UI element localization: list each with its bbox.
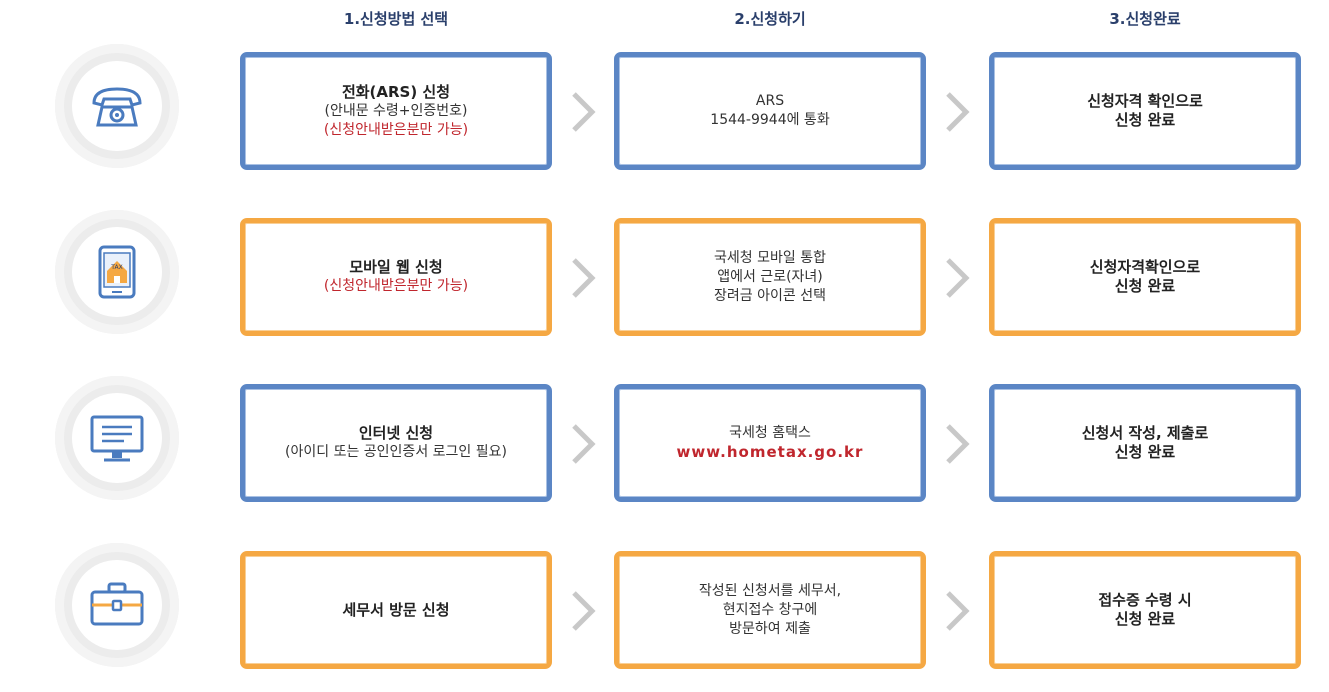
step2-box[interactable]: 작성된 신청서를 세무서, 현지접수 창구에 방문하여 제출 — [614, 551, 926, 669]
step3-line1: 신청자격확인으로 — [1089, 258, 1201, 276]
svg-text:TAX: TAX — [110, 264, 122, 271]
step2-box[interactable]: ARS 1544-9944에 통화 — [614, 52, 926, 170]
step3-line1: 신청자격 확인으로 — [1087, 92, 1203, 110]
method-title: 전화(ARS) 신청 — [341, 82, 451, 101]
step1-box[interactable]: 전화(ARS) 신청 (안내문 수령+인증번호) (신청안내받은분만 가능) — [240, 52, 552, 170]
step2-line2: 현지접수 창구에 — [722, 601, 818, 618]
method-title: 인터넷 신청 — [358, 424, 434, 442]
icon-circle — [55, 44, 179, 168]
column-header-1: 1.신청방법 선택 — [343, 10, 449, 28]
step1-box[interactable]: 인터넷 신청 (아이디 또는 공인인증서 로그인 필요) — [240, 384, 552, 502]
row-phone: 전화(ARS) 신청 (안내문 수령+인증번호) (신청안내받은분만 가능) A… — [0, 44, 1329, 177]
step3-line1: 접수증 수령 시 — [1098, 591, 1192, 609]
method-sub: (안내문 수령+인증번호) — [324, 102, 468, 119]
step3-box[interactable]: 신청자격 확인으로 신청 완료 — [989, 52, 1301, 170]
chevron-right-icon — [572, 258, 596, 298]
briefcase-icon — [90, 582, 144, 626]
step3-box[interactable]: 접수증 수령 시 신청 완료 — [989, 551, 1301, 669]
step2-line1: 작성된 신청서를 세무서, — [698, 582, 842, 599]
step3-line2: 신청 완료 — [1114, 610, 1176, 628]
chevron-right-icon — [946, 258, 970, 298]
step2-line1: 국세청 홈택스 — [729, 425, 811, 441]
step2-line3: 방문하여 제출 — [729, 620, 811, 637]
row-internet: 인터넷 신청 (아이디 또는 공인인증서 로그인 필요) 국세청 홈택스 www… — [0, 376, 1329, 509]
chevron-right-icon — [572, 92, 596, 132]
step3-line2: 신청 완료 — [1114, 111, 1176, 129]
chevron-right-icon — [946, 424, 970, 464]
step3-line2: 신청 완료 — [1114, 443, 1176, 461]
row-visit: 세무서 방문 신청 작성된 신청서를 세무서, 현지접수 창구에 방문하여 제출… — [0, 543, 1329, 676]
step3-line1: 신청서 작성, 제출로 — [1081, 424, 1209, 442]
chevron-right-icon — [946, 591, 970, 631]
step1-box[interactable]: 모바일 웹 신청 (신청안내받은분만 가능) — [240, 218, 552, 336]
icon-circle — [55, 543, 179, 667]
step3-line2: 신청 완료 — [1114, 277, 1176, 295]
phone-icon — [92, 87, 142, 127]
method-note: (신청안내받은분만 가능) — [323, 278, 469, 294]
step2-box[interactable]: 국세청 홈택스 www.hometax.go.kr — [614, 384, 926, 502]
chevron-right-icon — [572, 424, 596, 464]
step3-box[interactable]: 신청자격확인으로 신청 완료 — [989, 218, 1301, 336]
icon-circle: TAX — [55, 210, 179, 334]
step2-line2: 1544-9944에 통화 — [710, 112, 830, 128]
monitor-icon — [90, 415, 144, 462]
chevron-right-icon — [572, 591, 596, 631]
row-mobile: TAX 모바일 웹 신청 (신청안내받은분만 가능) 국세청 모바일 통합 앱에… — [0, 210, 1329, 343]
chevron-right-icon — [946, 92, 970, 132]
step2-box[interactable]: 국세청 모바일 통합 앱에서 근로(자녀) 장려금 아이콘 선택 — [614, 218, 926, 336]
method-title: 세무서 방문 신청 — [342, 600, 450, 619]
step1-box[interactable]: 세무서 방문 신청 — [240, 551, 552, 669]
method-title: 모바일 웹 신청 — [349, 258, 443, 276]
column-header-2: 2.신청하기 — [734, 10, 806, 28]
step2-line1: ARS — [755, 93, 785, 109]
step2-line3: 장려금 아이콘 선택 — [714, 287, 826, 304]
step2-line2: 앱에서 근로(자녀) — [717, 268, 823, 285]
step3-box[interactable]: 신청서 작성, 제출로 신청 완료 — [989, 384, 1301, 502]
hometax-link[interactable]: www.hometax.go.kr — [676, 443, 864, 461]
method-note: (신청안내받은분만 가능) — [323, 121, 469, 138]
icon-circle — [55, 376, 179, 500]
step2-line1: 국세청 모바일 통합 — [714, 249, 826, 266]
method-sub: (아이디 또는 공인인증서 로그인 필요) — [285, 444, 507, 460]
mobile-tax-icon: TAX — [98, 245, 136, 299]
column-header-3: 3.신청완료 — [1109, 10, 1181, 28]
